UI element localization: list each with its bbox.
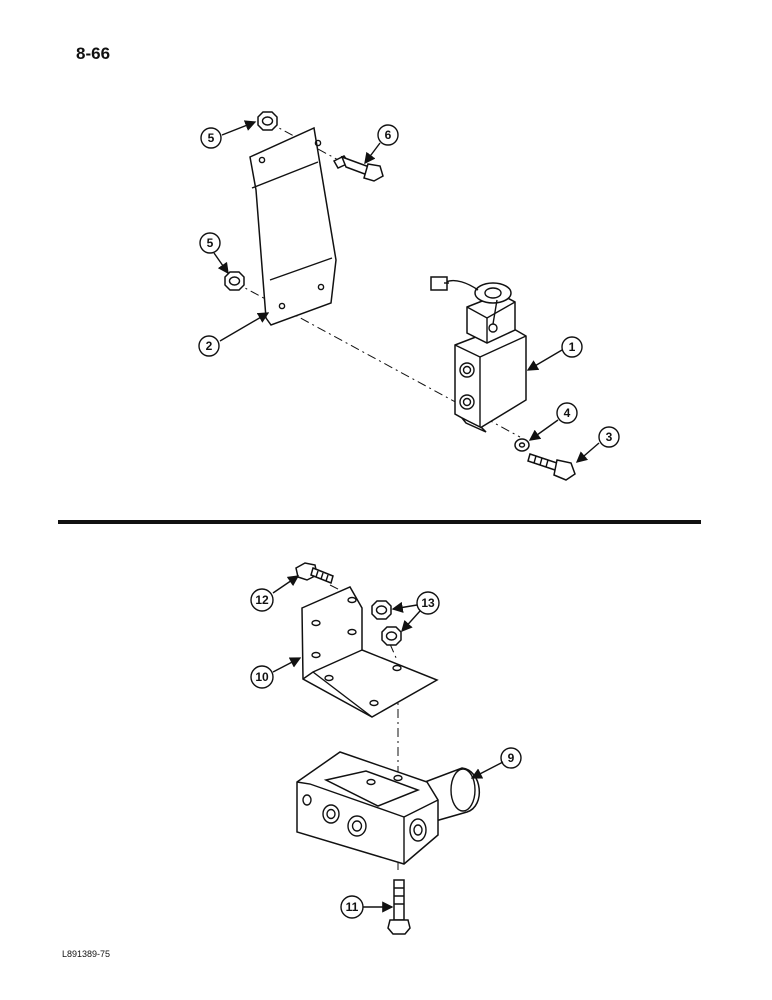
svg-text:6: 6: [385, 128, 392, 142]
valve-assembly: [296, 751, 481, 865]
page-number: 8-66: [76, 44, 111, 63]
l-bracket: [301, 586, 439, 718]
washer: [514, 438, 530, 452]
callout-5-top: 5: [200, 120, 257, 149]
svg-text:11: 11: [346, 900, 359, 914]
svg-text:4: 4: [564, 406, 571, 420]
section-divider: [58, 520, 701, 524]
cap-screw-valve: [527, 453, 576, 481]
mounting-plate: [249, 126, 337, 326]
svg-text:13: 13: [421, 596, 435, 610]
callout-12: 12: [250, 575, 300, 612]
callout-13: 13: [391, 591, 440, 633]
cap-screw-bottom: [387, 879, 411, 935]
cap-screw-top: [332, 155, 384, 182]
callout-3: 3: [575, 426, 620, 463]
callout-4: 4: [528, 402, 578, 441]
svg-text:3: 3: [606, 430, 613, 444]
callout-6: 6: [364, 124, 399, 165]
top-assembly: 1 2 3 4 5 5 6: [198, 111, 620, 481]
figure-code: L891389-75: [62, 949, 111, 959]
cap-screw-bracket: [295, 562, 334, 585]
bottom-assembly: 9 10 11 12 13: [250, 562, 522, 935]
hex-nut-bracket-lower: [381, 626, 402, 646]
callout-9: 9: [470, 747, 522, 779]
svg-text:10: 10: [255, 670, 269, 684]
svg-text:12: 12: [255, 593, 269, 607]
hex-nut-top: [257, 111, 278, 131]
callout-10: 10: [250, 657, 302, 689]
svg-text:1: 1: [569, 340, 576, 354]
hex-nut-lower: [224, 271, 245, 291]
callout-2: 2: [198, 312, 270, 357]
solenoid-valve: [430, 276, 527, 433]
callout-5-lower: 5: [199, 232, 229, 275]
svg-text:2: 2: [206, 339, 213, 353]
svg-text:9: 9: [508, 751, 515, 765]
callout-1: 1: [526, 336, 583, 371]
hex-nut-bracket-upper: [371, 600, 392, 620]
svg-text:5: 5: [208, 131, 215, 145]
svg-text:5: 5: [207, 236, 214, 250]
callout-11: 11: [340, 895, 394, 919]
